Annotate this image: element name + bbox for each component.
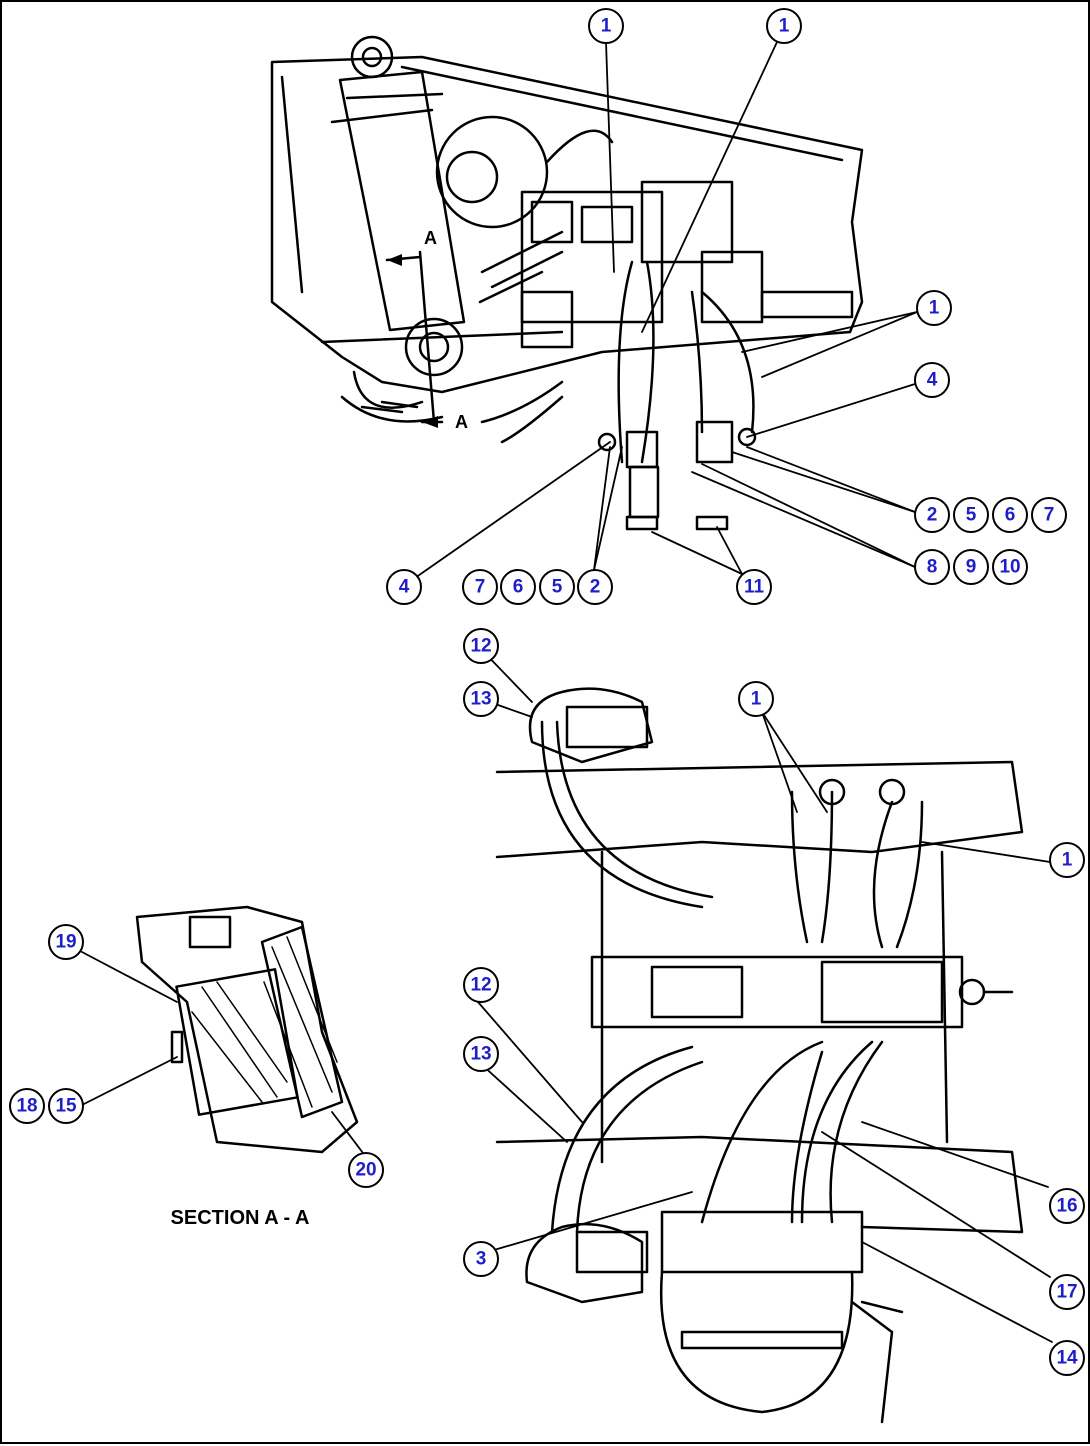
callout-8[interactable]: 8	[914, 549, 950, 585]
callout-2[interactable]: 2	[577, 569, 613, 605]
callout-8-label: 8	[927, 557, 938, 578]
callout-4[interactable]: 4	[914, 362, 950, 398]
callout-18-label: 18	[16, 1096, 37, 1117]
callout-1[interactable]: 1	[766, 8, 802, 44]
callout-10-label: 10	[999, 557, 1020, 578]
callout-12[interactable]: 12	[463, 967, 499, 1003]
callout-7-label: 7	[475, 577, 486, 598]
callout-1[interactable]: 1	[738, 681, 774, 717]
callout-5-label: 5	[966, 505, 977, 526]
callout-1-label: 1	[751, 689, 762, 710]
callout-11-label: 11	[744, 577, 765, 598]
section-mark-lower: A	[455, 412, 468, 432]
callout-6[interactable]: 6	[992, 497, 1028, 533]
callout-15[interactable]: 15	[48, 1088, 84, 1124]
callout-2-label: 2	[927, 505, 938, 526]
callout-3[interactable]: 3	[463, 1241, 499, 1277]
section-markers: A A	[385, 228, 468, 432]
callout-18[interactable]: 18	[9, 1088, 45, 1124]
callout-2-label: 2	[590, 577, 601, 598]
callout-5[interactable]: 5	[539, 569, 575, 605]
callout-9[interactable]: 9	[953, 549, 989, 585]
lower-assembly-drawing	[495, 687, 1024, 1424]
callout-1-label: 1	[929, 298, 940, 319]
section-mark-upper: A	[424, 228, 437, 248]
callout-10[interactable]: 10	[992, 549, 1028, 585]
callout-1-label: 1	[601, 16, 612, 37]
top-assembly-drawing	[270, 35, 864, 531]
callout-1-label: 1	[779, 16, 790, 37]
callout-17[interactable]: 17	[1049, 1274, 1085, 1310]
callout-1-label: 1	[1062, 850, 1073, 871]
callout-6-label: 6	[513, 577, 524, 598]
callout-19-label: 19	[55, 932, 76, 953]
callout-16[interactable]: 16	[1049, 1188, 1085, 1224]
callout-14[interactable]: 14	[1049, 1340, 1085, 1376]
callout-7[interactable]: 7	[462, 569, 498, 605]
callout-1[interactable]: 1	[588, 8, 624, 44]
callout-6[interactable]: 6	[500, 569, 536, 605]
callout-13-label: 13	[470, 1044, 491, 1065]
callout-13-label: 13	[470, 689, 491, 710]
callout-12[interactable]: 12	[463, 628, 499, 664]
callout-20[interactable]: 20	[348, 1152, 384, 1188]
section-title: SECTION A - A	[171, 1207, 310, 1229]
callout-12-label: 12	[470, 636, 491, 657]
callout-13[interactable]: 13	[463, 1036, 499, 1072]
callout-20-label: 20	[355, 1160, 376, 1181]
callout-1[interactable]: 1	[1049, 842, 1085, 878]
callout-12-label: 12	[470, 975, 491, 996]
callout-17-label: 17	[1056, 1282, 1077, 1303]
callout-16-label: 16	[1056, 1196, 1077, 1217]
callout-13[interactable]: 13	[463, 681, 499, 717]
callout-7[interactable]: 7	[1031, 497, 1067, 533]
callout-6-label: 6	[1005, 505, 1016, 526]
callout-7-label: 7	[1044, 505, 1055, 526]
callout-1[interactable]: 1	[916, 290, 952, 326]
callout-5-label: 5	[552, 577, 563, 598]
callout-5[interactable]: 5	[953, 497, 989, 533]
callout-3-label: 3	[476, 1249, 487, 1270]
callout-4[interactable]: 4	[386, 569, 422, 605]
callout-4-label: 4	[927, 370, 938, 391]
callout-19[interactable]: 19	[48, 924, 84, 960]
leader-lines	[77, 41, 1053, 1343]
callout-11[interactable]: 11	[736, 569, 772, 605]
section-a-a-drawing	[135, 905, 359, 1154]
callout-2[interactable]: 2	[914, 497, 950, 533]
callout-9-label: 9	[966, 557, 977, 578]
callout-15-label: 15	[55, 1096, 77, 1117]
callout-14-label: 14	[1056, 1348, 1078, 1369]
callout-4-label: 4	[399, 577, 410, 598]
